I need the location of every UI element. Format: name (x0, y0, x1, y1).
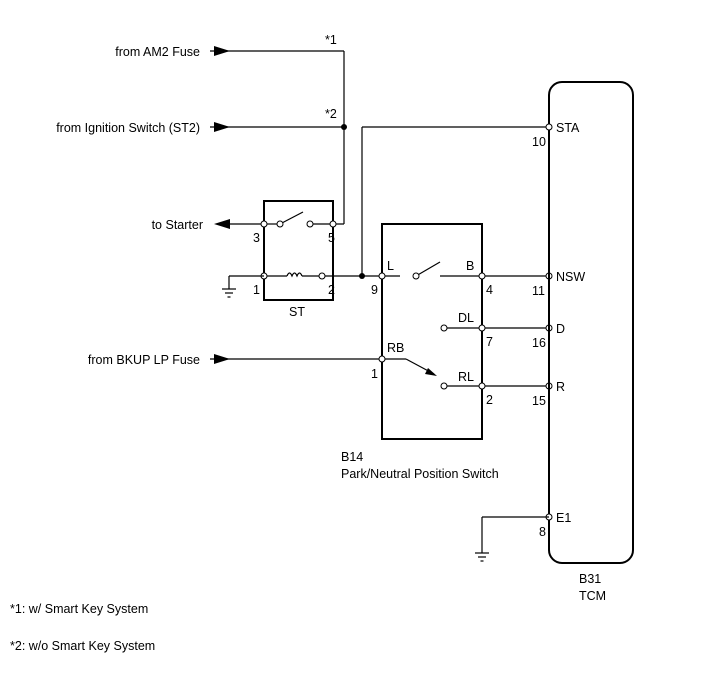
switch-code: B14 (341, 450, 363, 464)
tcm-box (548, 81, 634, 564)
relay-pin-5: 5 (328, 231, 335, 245)
arrow-right-icon (214, 354, 230, 364)
switch-pin-1: 1 (371, 367, 378, 381)
switch-contact (415, 261, 441, 277)
starter-wire (214, 219, 264, 229)
tcm-term-NSW: NSW (556, 270, 585, 284)
relay-pin-3: 3 (253, 231, 260, 245)
note-1: *1: w/ Smart Key System (10, 602, 148, 616)
switch-pin-9: 9 (371, 283, 378, 297)
switch-term-RB: RB (387, 341, 404, 355)
relay-contact (279, 211, 304, 225)
ground-icon (475, 552, 489, 562)
tcm-term-R: R (556, 380, 565, 394)
bkup-label: from BKUP LP Fuse (88, 353, 200, 367)
arrow-left-icon (214, 219, 230, 229)
ignition-label: from Ignition Switch (ST2) (56, 121, 200, 135)
junction-dot (341, 124, 347, 130)
switch-term-B: B (466, 259, 474, 273)
am2-label: from AM2 Fuse (115, 45, 200, 59)
tcm-term-STA: STA (556, 121, 580, 135)
starter-label: to Starter (152, 218, 203, 232)
arrow-icon (425, 368, 437, 376)
switch-term-RL: RL (458, 370, 474, 384)
pn-switch-box (381, 223, 483, 440)
switch-pin-4: 4 (486, 283, 493, 297)
tcm-term-E1: E1 (556, 511, 571, 525)
tcm-pin-16: 16 (532, 336, 546, 350)
note-2: *2: w/o Smart Key System (10, 639, 155, 653)
tcm-code: B31 (579, 572, 601, 586)
tcm-term-D: D (556, 322, 565, 336)
switch-name: Park/Neutral Position Switch (341, 467, 499, 481)
tcm-pin-8: 8 (539, 525, 546, 539)
arrow-right-icon (214, 122, 230, 132)
coil-icon (286, 272, 303, 278)
tcm-pin-10: 10 (532, 135, 546, 149)
tcm-pin-11: 11 (532, 284, 545, 298)
switch-pin-7: 7 (486, 335, 493, 349)
switch-term-DL: DL (458, 311, 474, 325)
tcm-pin-15: 15 (532, 394, 546, 408)
st-relay-box (263, 200, 334, 301)
switch-pin-2: 2 (486, 393, 493, 407)
arrow-right-icon (214, 46, 230, 56)
marker-2: *2 (325, 107, 337, 121)
relay-pin-1: 1 (253, 283, 260, 297)
ground-icon (222, 288, 236, 298)
relay-name: ST (289, 305, 305, 319)
marker-1: *1 (325, 33, 337, 47)
ignition-wire (210, 122, 347, 132)
relay-pin-2: 2 (328, 283, 335, 297)
tcm-name: TCM (579, 589, 606, 603)
switch-term-L: L (387, 259, 394, 273)
am2-wire (210, 46, 345, 224)
